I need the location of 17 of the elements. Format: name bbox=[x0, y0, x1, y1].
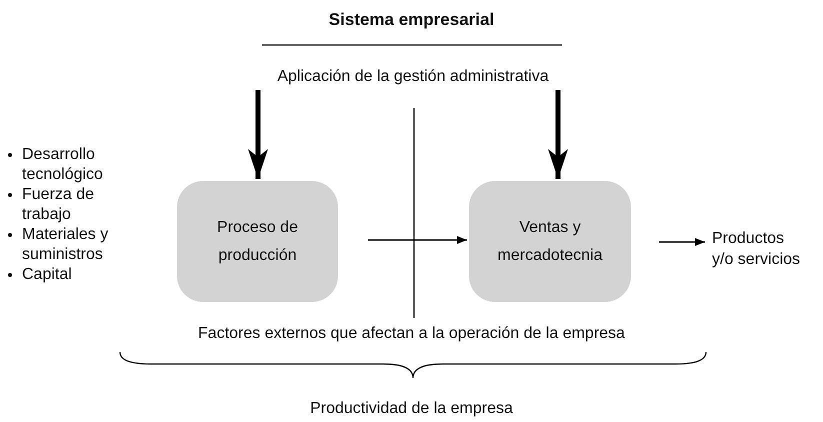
arrow bbox=[659, 238, 705, 246]
process-box bbox=[469, 181, 631, 302]
diagram-title: Sistema empresarial bbox=[328, 10, 496, 30]
note-text: Factores externos que afectan a la operación de la empresa bbox=[197, 325, 626, 343]
bullet-item: Capital bbox=[22, 266, 72, 283]
summary-text: Productividad de la empresa bbox=[309, 400, 514, 418]
bullet-item: Materiales y suministros bbox=[22, 226, 108, 263]
box-label: Ventas y mercadotecnia bbox=[496, 218, 604, 266]
box-label: Proceso de producción bbox=[216, 218, 299, 266]
output-label: Productos y/o servicios bbox=[712, 229, 802, 270]
process-box bbox=[177, 181, 338, 302]
bullet-item: Desarrollo tecnológico bbox=[22, 146, 103, 183]
input-label: Aplicación de la gestión administrativa bbox=[276, 67, 550, 87]
triple-line-arrow bbox=[548, 90, 568, 179]
arrow bbox=[368, 236, 467, 244]
bullet-item: Fuerza de trabajo bbox=[22, 186, 94, 223]
triple-line-arrow bbox=[248, 90, 268, 179]
